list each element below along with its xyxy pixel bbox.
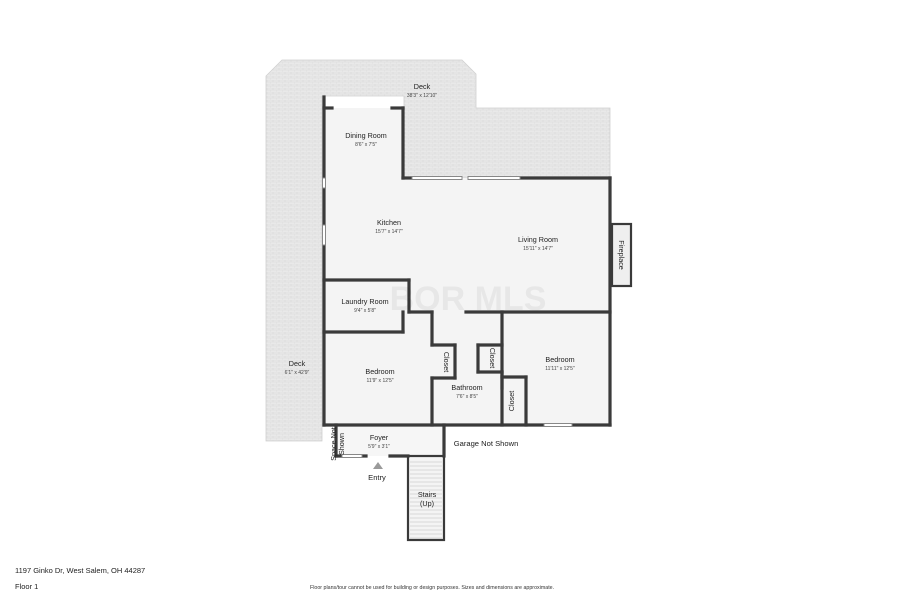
fireplace-box [610,222,633,288]
bathroom-dims: 7'6" x 8'5" [456,394,478,400]
stairs-label-line1: Stairs [418,490,437,499]
kitchen-dims: 15'7" x 14'7" [375,229,403,235]
laundry-room-dims: 9'4" x 5'8" [354,308,376,314]
bedroom-right-name: Bedroom [545,355,574,364]
deck-top-dims: 38'3" x 12'10" [407,93,437,99]
walls [322,95,612,458]
floor-label: Floor 1 [15,582,39,591]
garage-not-shown-label: Garage Not Shown [454,439,519,448]
bedroom-left-dims: 11'9" x 12'5" [366,378,393,384]
living-room-dims: 15'11" x 14'7" [523,246,553,252]
windows [322,176,573,458]
living-room-name: Living Room [518,235,558,244]
stairs [406,454,446,542]
dining-room-dims: 8'6" x 7'5" [355,142,377,148]
space-not-shown-line1: Space Not [329,427,338,461]
space-not-shown-line2: Shown [337,433,346,455]
property-address: 1197 Ginko Dr, West Salem, OH 44287 [15,566,146,575]
watermark: BOR MLS [390,280,547,318]
fireplace-label: Fireplace [617,240,626,270]
bedroom-left-name: Bedroom [365,367,394,376]
closet-a-label: Closet [442,352,451,372]
deck-side-name: Deck [289,359,306,368]
entry-label: Entry [368,473,386,482]
dining-room-name: Dining Room [345,131,387,140]
deck-side-dims: 6'1" x 42'9" [285,370,310,376]
laundry-room-name: Laundry Room [341,297,388,306]
deck-top-name: Deck [414,82,431,91]
entry-arrow-icon [373,462,383,469]
interior-floor [324,108,610,425]
bathroom-name: Bathroom [451,383,482,392]
closet-b-label: Closet [488,348,497,368]
closet-c-label: Closet [507,391,516,411]
foyer-name: Foyer [370,433,389,442]
foyer-floor [336,426,444,456]
foyer-dims: 5'9" x 3'1" [368,444,390,450]
stairs-label-line2: (Up) [420,499,434,508]
kitchen-name: Kitchen [377,218,401,227]
disclaimer-text: Floor plans/tour cannot be used for buil… [310,585,555,591]
bedroom-right-dims: 11'11" x 12'5" [545,366,575,372]
